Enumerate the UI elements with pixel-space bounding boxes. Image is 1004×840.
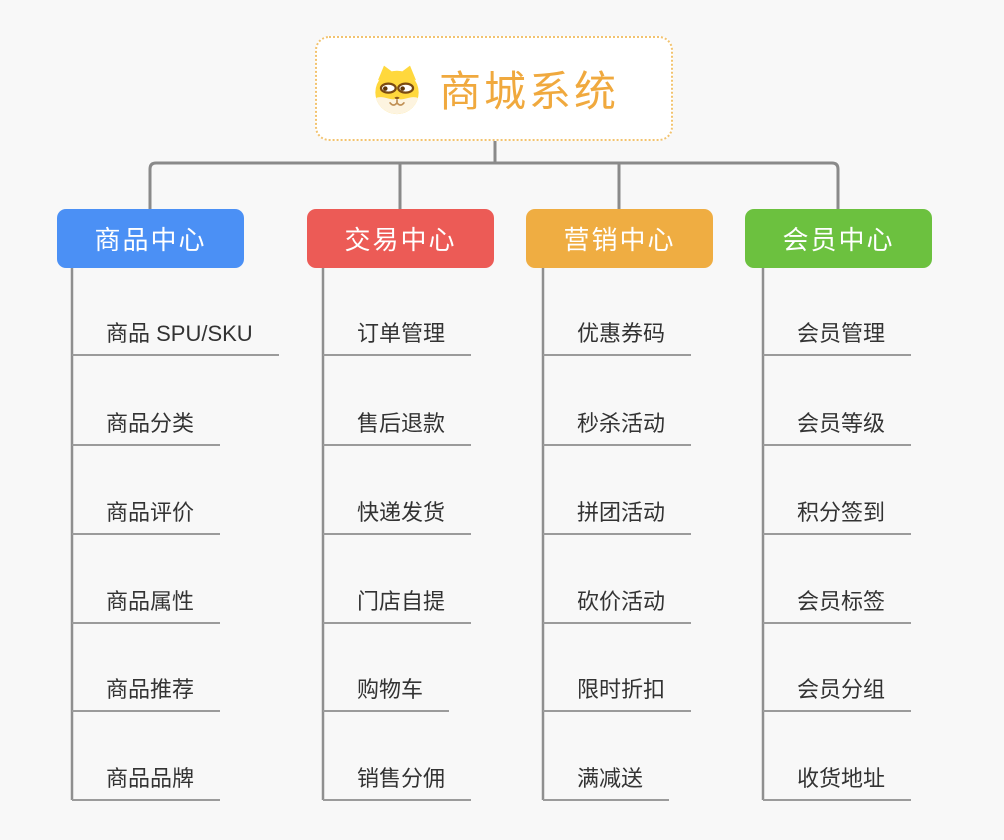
leaf-item[interactable]: 会员标签 [763,580,912,624]
leaf-item[interactable]: 限时折扣 [543,668,692,712]
leaf-item[interactable]: 会员分组 [763,668,912,712]
leaf-item[interactable]: 满减送 [543,757,670,801]
leaf-item[interactable]: 收货地址 [763,757,912,801]
leaf-item[interactable]: 商品品牌 [72,757,221,801]
leaf-item[interactable]: 销售分佣 [323,757,472,801]
leaf-item[interactable]: 优惠券码 [543,312,692,356]
leaf-item[interactable]: 积分签到 [763,491,912,535]
leaf-item[interactable]: 快递发货 [323,491,472,535]
leaf-item[interactable]: 会员等级 [763,402,912,446]
leaf-item[interactable]: 商品分类 [72,402,221,446]
root-node[interactable]: 商城系统 [315,36,673,141]
branch-rail-connector [148,161,840,209]
leaf-item[interactable]: 门店自提 [323,580,472,624]
leaf-item[interactable]: 拼团活动 [543,491,692,535]
leaf-item[interactable]: 购物车 [323,668,450,712]
leaf-item[interactable]: 商品评价 [72,491,221,535]
shiba-dog-icon [375,65,419,114]
branch-node-trade[interactable]: 交易中心 [307,209,494,268]
leaf-item[interactable]: 会员管理 [763,312,912,356]
root-title: 商城系统 [438,68,619,115]
leaf-item[interactable]: 订单管理 [323,312,472,356]
branch-node-member[interactable]: 会员中心 [745,209,932,268]
branch-node-marketing[interactable]: 营销中心 [526,209,713,268]
leaf-item[interactable]: 商品属性 [72,580,221,624]
branch-node-product[interactable]: 商品中心 [57,209,244,268]
leaf-item[interactable]: 商品推荐 [72,668,221,712]
leaf-item[interactable]: 售后退款 [323,402,472,446]
leaf-item[interactable]: 秒杀活动 [543,402,692,446]
leaf-item[interactable]: 商品 SPU/SKU [72,312,279,356]
leaf-item[interactable]: 砍价活动 [543,580,692,624]
